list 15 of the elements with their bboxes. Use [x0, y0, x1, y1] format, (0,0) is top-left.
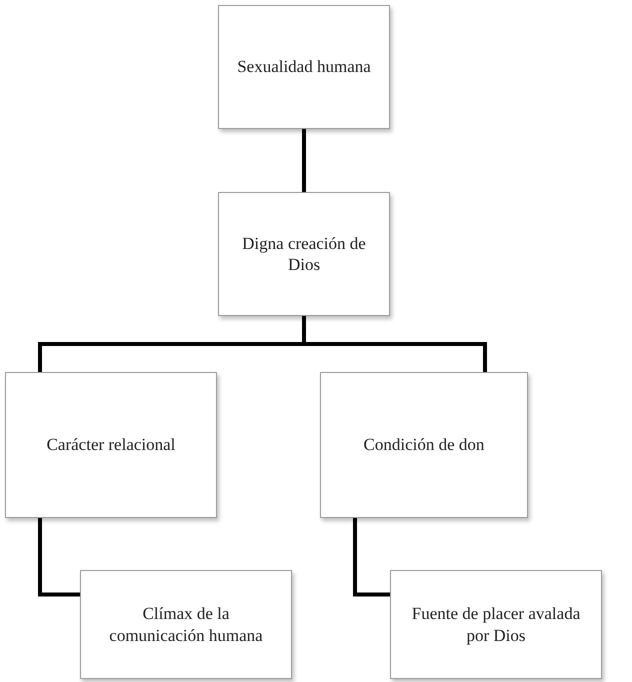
box-label: Sexualidad humana — [237, 56, 371, 78]
connector-line — [38, 518, 80, 596]
box-label: Fuente de placer avalada por Dios — [410, 603, 582, 646]
box-label: Clímax de la comunicación humana — [108, 603, 264, 646]
text-box — [320, 372, 528, 518]
connector-line — [302, 129, 306, 192]
text-box — [218, 192, 390, 316]
box-label: Carácter relacional — [46, 434, 176, 456]
box-label: Digna creación de Dios — [241, 232, 367, 276]
text-box — [218, 5, 390, 129]
connector-line — [353, 518, 390, 596]
text-box — [5, 372, 217, 518]
box-label: Condición de don — [364, 434, 484, 456]
text-box — [80, 570, 292, 679]
text-box — [390, 570, 602, 679]
